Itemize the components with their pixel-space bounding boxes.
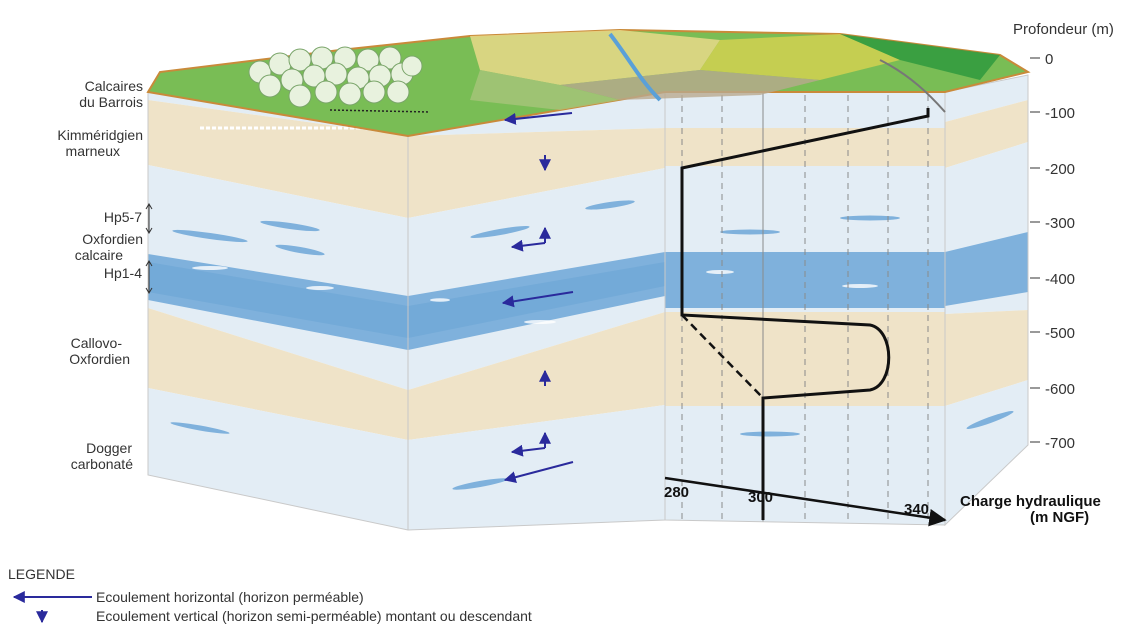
label-kimm-2: marneux [66, 143, 120, 159]
middle-block-face [665, 92, 945, 525]
label-hp14: Hp1-4 [104, 265, 142, 281]
legend-title: LEGENDE [8, 566, 75, 582]
hydraulic-head-dashed [681, 314, 764, 399]
depth-tick-100: -100 [1045, 105, 1075, 122]
label-dogger-2: carbonaté [71, 456, 133, 472]
layer-kimmeridgien [148, 100, 665, 218]
layer-oxfordien [148, 165, 665, 390]
label-callovo-1: Callovo- [71, 335, 123, 351]
depth-tick-300: -300 [1045, 215, 1075, 232]
charge-axis-line [664, 476, 947, 527]
charge-axis: 280 300 340 Charge hydraulique (m NGF) [664, 484, 1101, 526]
depth-tick-0: 0 [1045, 51, 1053, 68]
label-dogger-1: Dogger [86, 440, 132, 456]
depth-tick-700: -700 [1045, 435, 1075, 452]
layer-callovo [148, 308, 665, 440]
label-barrois-1: Calcaires [85, 78, 143, 94]
charge-tick-300: 300 [748, 489, 773, 506]
horizontal-flow-arrow [503, 112, 573, 125]
hp-brackets [145, 203, 153, 294]
forest-trees [248, 46, 423, 108]
right-block-face [945, 75, 1028, 525]
label-kimm-1: Kimméridgien [57, 127, 143, 143]
charge-tick-340: 340 [904, 501, 929, 518]
depth-tick-400: -400 [1045, 271, 1075, 288]
left-block-face [148, 92, 665, 530]
aquifer-band-hp14 [148, 252, 665, 350]
depth-axis: Profondeur (m) 0 -100 -200 -300 -400 -50… [1013, 21, 1114, 452]
formation-labels: Calcaires du Barrois Kimméridgien marneu… [57, 78, 143, 472]
flow-arrows [501, 112, 574, 484]
label-hp57: Hp5-7 [104, 209, 142, 225]
charge-axis-title-1: Charge hydraulique [960, 493, 1101, 510]
layer-dogger [148, 388, 665, 530]
depth-axis-title: Profondeur (m) [1013, 21, 1114, 38]
charge-axis-title-2: (m NGF) [1030, 509, 1089, 526]
label-oxf-2: calcaire [75, 247, 123, 263]
horizontal-flow-arrow [503, 461, 574, 484]
hydraulic-head-curve [680, 108, 930, 520]
label-barrois-2: du Barrois [79, 94, 143, 110]
legend-vertical-text: Ecoulement vertical (horizon semi-perméa… [96, 608, 532, 624]
horizontal-flow-arrow [501, 291, 574, 308]
label-oxf-1: Oxfordien [82, 231, 143, 247]
legend: LEGENDE Ecoulement horizontal (horizon p… [8, 566, 532, 624]
charge-tick-280: 280 [664, 484, 689, 501]
depth-tick-200: -200 [1045, 161, 1075, 178]
label-callovo-2: Oxfordien [69, 351, 130, 367]
depth-tick-500: -500 [1045, 325, 1075, 342]
depth-tick-600: -600 [1045, 381, 1075, 398]
legend-horizontal-text: Ecoulement horizontal (horizon perméable… [96, 589, 364, 605]
